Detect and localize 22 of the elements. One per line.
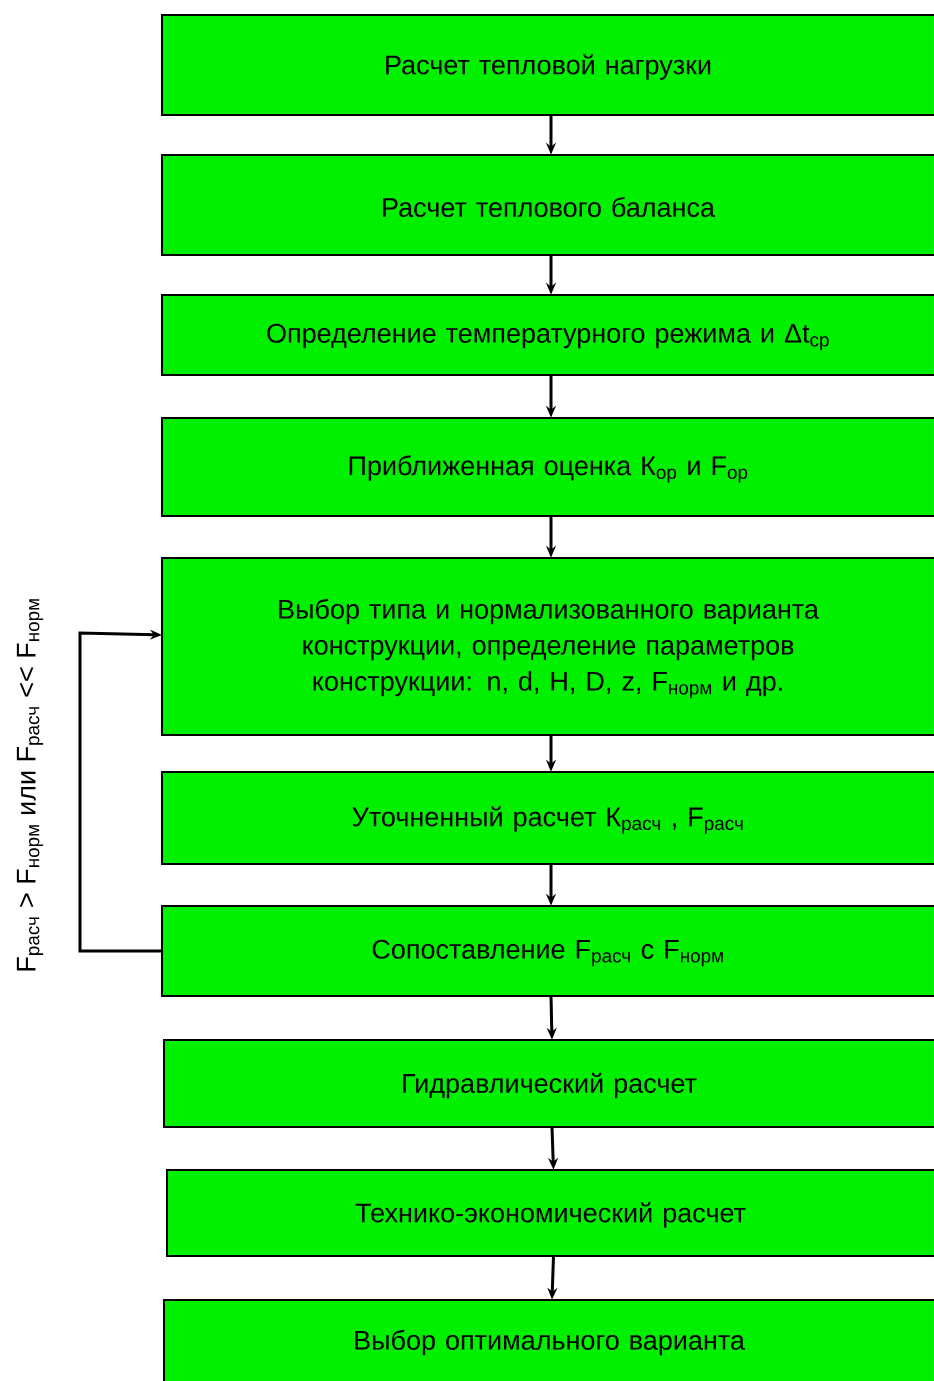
- box-text: Выбор типа и нормализованного варианта конструкции, определение параметров конструкции: n, d, H, D, z, F$_{норм}$ и др.: [279, 598, 819, 699]
- box-text: Технико-экономический расчет: [355, 1202, 746, 1228]
- box-text: Сопоставление F$_{расч}$ с F$_{норм}$: [372, 939, 723, 967]
- box-text: Определение температурного режима и Δt$_{ср}$: [267, 323, 829, 351]
- feedback-arrow: [78, 629, 162, 953]
- process-box: [163, 1299, 934, 1381]
- box-text: Расчет тепловой нагрузки: [386, 54, 711, 80]
- edge-label: F$_{расч}$ > F$_{норм}$ или F$_{расч}$ << F$_{норм}$: [16, 599, 44, 971]
- box-text: Уточненный расчет К$_{расч}$ , F$_{расч}$: [352, 806, 743, 834]
- process-box: [161, 557, 934, 736]
- process-box: [163, 1039, 934, 1128]
- process-box: [166, 1169, 934, 1257]
- box-text: Гидравлический расчет: [403, 1072, 697, 1099]
- process-box: [161, 14, 934, 116]
- process-box: [161, 294, 934, 376]
- box-text: Выбор оптимального варианта: [355, 1329, 745, 1356]
- process-box: [161, 417, 934, 517]
- process-box: [161, 154, 934, 256]
- process-box: [161, 771, 934, 865]
- box-text: Приближенная оценка К$_{ор}$ и F$_{ор}$: [349, 455, 748, 483]
- process-box: [161, 905, 934, 997]
- box-text: Расчет теплового баланса: [383, 196, 715, 218]
